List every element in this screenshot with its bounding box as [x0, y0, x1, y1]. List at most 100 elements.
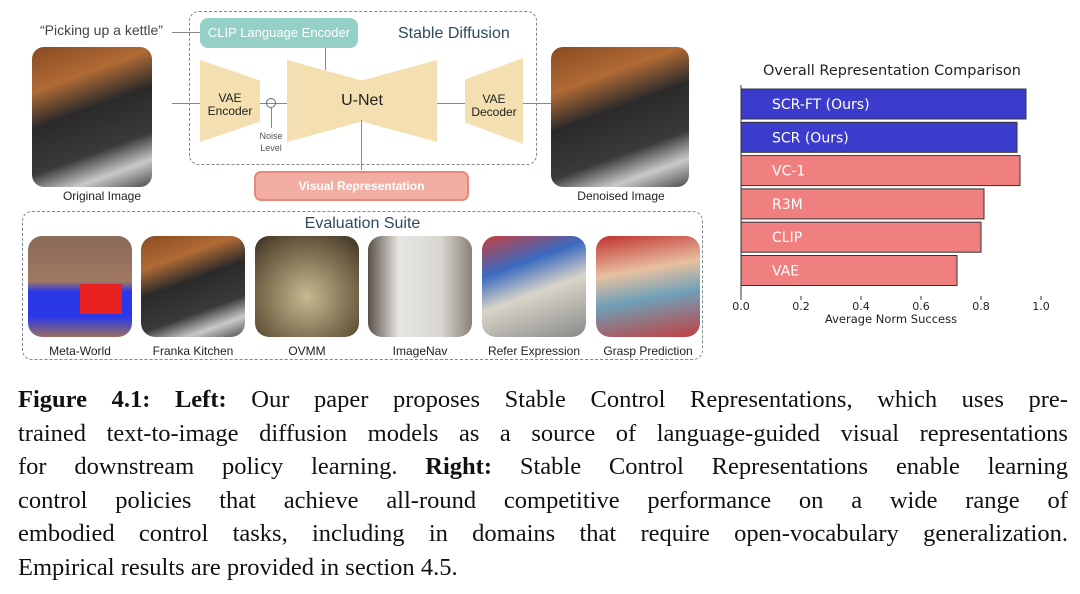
vae-encoder-label-1: VAE	[218, 91, 242, 105]
caption-word: Right:	[425, 453, 492, 480]
task-label: Refer Expression	[487, 344, 581, 358]
bar	[740, 188, 985, 220]
prompt-arrow	[172, 32, 200, 33]
caption-word: require	[640, 520, 710, 547]
caption-word: diffusion	[259, 419, 348, 447]
task-label: Grasp Prediction	[603, 344, 693, 358]
caption-word: a	[499, 419, 511, 447]
unet-label: U-Net	[341, 92, 383, 109]
denoised-image-label: Denoised Image	[577, 189, 665, 203]
caption-word: trained	[18, 419, 87, 447]
bar-label: SCR-FT (Ours)	[772, 97, 870, 113]
caption-word: for	[18, 453, 47, 480]
original-image-label: Original Image	[62, 189, 142, 203]
bar-chart: Overall Representation ComparisonSCR-FT …	[732, 63, 1050, 326]
caption-word: Control	[590, 386, 666, 413]
task-label: OVMM	[288, 344, 326, 358]
x-tick-label: 0.2	[792, 300, 810, 313]
bar-label: R3M	[772, 197, 803, 213]
bar-label: VAE	[772, 264, 799, 280]
bar-label: VC-1	[772, 164, 805, 180]
caption-word: uses	[961, 386, 1004, 413]
grasp-prediction-image	[596, 236, 700, 337]
evaluation-suite-label: Evaluation Suite	[304, 215, 421, 232]
caption-line: Empirical results are provided in sectio…	[18, 551, 1068, 585]
x-tick-label: 0.0	[732, 300, 750, 313]
chart-title: Overall Representation Comparison	[763, 63, 1021, 79]
caption-word: including	[312, 520, 405, 547]
caption-word: Our	[251, 386, 290, 413]
caption-word: text-to-image	[106, 419, 239, 447]
caption-word: enable	[895, 453, 960, 480]
caption-word: competitive	[503, 486, 620, 514]
x-tick-label: 1.0	[1032, 300, 1050, 313]
noise-label-1: Noise	[259, 131, 283, 141]
task-label: Franka Kitchen	[152, 344, 234, 358]
bar-label: CLIP	[772, 230, 802, 246]
bar	[740, 121, 1018, 153]
caption-word: Stable	[504, 386, 566, 413]
bar	[740, 221, 982, 253]
noise-line	[271, 108, 272, 128]
caption-word: policies	[115, 486, 192, 514]
caption-word: in	[320, 553, 346, 581]
caption-word: 4.5.	[420, 553, 458, 581]
caption-word: section	[345, 553, 421, 581]
x-tick-label: 0.4	[852, 300, 870, 313]
unet-output-arrow	[361, 120, 362, 170]
caption-word: 4.1:	[111, 386, 151, 413]
ovmm-image	[255, 236, 359, 337]
caption-word: achieve	[283, 486, 359, 514]
caption-word: Control	[608, 453, 684, 480]
caption-word: of	[615, 419, 637, 447]
caption-word: all-round	[386, 486, 477, 514]
caption-word: control	[138, 520, 209, 547]
bar	[740, 255, 958, 286]
caption-word: of	[1047, 486, 1068, 514]
caption-word: a	[851, 486, 863, 514]
imagenav-image	[368, 236, 472, 337]
caption-word: control	[18, 486, 88, 514]
caption-word: on	[798, 486, 824, 514]
caption-word: provided	[226, 553, 321, 581]
input-arrow	[172, 103, 200, 104]
bar	[740, 88, 1027, 120]
caption-word: generalization.	[923, 520, 1068, 547]
caption-word: learning.	[311, 453, 398, 480]
caption-word: tasks,	[232, 520, 288, 547]
bar-label: SCR (Ours)	[772, 130, 849, 146]
caption-word: wide	[889, 486, 938, 514]
noise-label-2: Level	[260, 143, 282, 153]
vae-decoder-label-1: VAE	[482, 92, 506, 106]
caption-word: policy	[221, 453, 284, 480]
caption-word: learning	[987, 453, 1068, 480]
caption-word: Representations	[711, 453, 869, 480]
caption-word: pre-	[1028, 386, 1068, 413]
original-image	[32, 47, 152, 187]
caption-word: Figure	[18, 386, 87, 413]
sum-node-icon	[266, 98, 276, 108]
vae-encoder-label-2: Encoder	[207, 104, 253, 118]
prompt-text: “Picking up a kettle”	[40, 22, 163, 38]
visual-representation: Visual Representation	[254, 171, 469, 201]
unet-decoder-arrow	[437, 103, 465, 104]
meta-world-image	[28, 236, 132, 337]
caption-word: that	[579, 520, 617, 547]
caption-word: Empirical	[18, 553, 121, 581]
caption-word: results	[120, 553, 191, 581]
caption-word: visual	[840, 419, 900, 447]
caption-word: Stable	[519, 453, 582, 480]
denoised-image	[551, 47, 689, 187]
clip-language-encoder: CLIP Language Encoder	[200, 18, 358, 48]
stable-diffusion-box	[189, 11, 537, 165]
franka-kitchen-image	[141, 236, 245, 337]
caption-word: performance	[647, 486, 772, 514]
bar	[740, 155, 1021, 187]
stable-diffusion-label: Stable Diffusion	[398, 25, 510, 42]
task-label: Meta-World	[49, 344, 111, 358]
x-tick-label: 0.8	[972, 300, 990, 313]
